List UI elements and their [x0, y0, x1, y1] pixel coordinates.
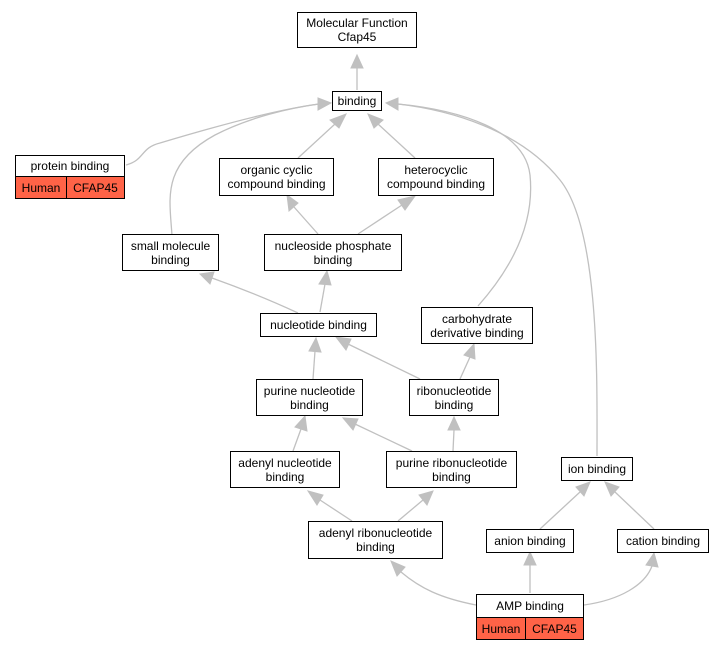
edge-nucleotide-to-nucleoside-phosphate: [319, 283, 326, 313]
edge-adenyl-ribonucleotide-to-purine-ribonucleotide: [397, 499, 424, 522]
node-cation-binding[interactable]: cation binding: [617, 529, 709, 553]
edge-adenyl-nucleotide-to-purine-nucleotide: [292, 428, 302, 452]
node-label: binding: [313, 252, 353, 267]
node-amp-binding[interactable]: AMP binding: [476, 594, 584, 618]
arrowhead: [418, 490, 434, 506]
node-label: Cfap45: [337, 30, 377, 44]
node-binding[interactable]: binding: [332, 91, 382, 111]
edge-heterocyclic-to-binding: [377, 123, 416, 159]
arrowhead: [308, 336, 322, 353]
arrowhead: [604, 481, 620, 497]
arrowhead: [397, 195, 417, 211]
node-label: binding: [265, 469, 305, 484]
node-label: binding: [356, 540, 395, 554]
node-small-molecule-binding[interactable]: small molecule binding: [122, 234, 219, 271]
node-ion-binding[interactable]: ion binding: [561, 457, 633, 481]
annotation-gene[interactable]: CFAP45: [526, 617, 584, 640]
edge-nucleoside-phosphate-to-organic-cyclic: [293, 206, 319, 235]
edge-purine-ribonucleotide-to-ribonucleotide: [452, 429, 455, 452]
node-label: Molecular Function: [306, 16, 408, 30]
edge-amp-to-adenyl-ribonucleotide: [400, 571, 477, 606]
node-label: carbohydrate: [441, 311, 513, 326]
edge-ion-to-binding: [397, 103, 598, 457]
node-label: binding: [290, 397, 329, 412]
node-adenyl-nucleotide-binding[interactable]: adenyl nucleotide binding: [230, 451, 340, 488]
node-label: cation binding: [625, 534, 701, 548]
node-nucleotide-binding[interactable]: nucleotide binding: [260, 313, 377, 337]
arrowhead: [575, 481, 591, 497]
node-carbohydrate-derivative-binding[interactable]: carbohydrate derivative binding: [421, 307, 533, 344]
edge-cation-to-ion: [614, 491, 655, 530]
edge-adenyl-ribonucleotide-to-adenyl-nucleotide: [319, 499, 353, 522]
arrowhead: [318, 269, 332, 286]
node-purine-nucleotide-binding[interactable]: purine nucleotide binding: [256, 379, 363, 416]
annotation-gene[interactable]: CFAP45: [67, 176, 125, 199]
node-label: compound binding: [386, 177, 486, 191]
arrowhead: [350, 53, 364, 69]
edge-amp-to-cation: [583, 565, 653, 606]
node-purine-ribonucleotide-binding[interactable]: purine ribonucleotide binding: [386, 451, 517, 488]
arrowhead: [523, 550, 537, 566]
node-nucleoside-phosphate-binding[interactable]: nucleoside phosphate binding: [264, 234, 402, 271]
node-label: protein binding: [30, 159, 110, 173]
annotation-row-protein-binding: Human CFAP45: [15, 176, 125, 199]
node-ribonucleotide-binding[interactable]: ribonucleotide binding: [409, 379, 499, 416]
node-label: organic cyclic: [240, 163, 313, 177]
node-molecular-function[interactable]: Molecular Function Cfap45: [297, 12, 417, 48]
arrowhead: [286, 193, 299, 213]
node-label: anion binding: [494, 534, 566, 548]
arrowhead: [317, 97, 333, 111]
arrowhead: [198, 271, 215, 285]
node-anion-binding[interactable]: anion binding: [486, 529, 574, 553]
node-label: binding: [337, 94, 377, 108]
edge-anion-to-ion: [539, 491, 581, 530]
edge-ribonucleotide-to-nucleotide: [347, 343, 421, 380]
node-label: nucleotide binding: [270, 318, 367, 332]
node-label: purine ribonucleotide: [395, 455, 508, 470]
arrowhead: [341, 417, 359, 431]
arrowhead: [294, 414, 308, 432]
edge-purine-ribonucleotide-to-purine-nucleotide: [354, 423, 413, 452]
node-label: adenyl ribonucleotide: [318, 526, 433, 540]
edge-organic-cyclic-to-binding: [297, 123, 336, 159]
node-label: purine nucleotide: [263, 383, 356, 398]
node-heterocyclic-compound-binding[interactable]: heterocyclic compound binding: [378, 158, 494, 196]
node-label: AMP binding: [496, 599, 564, 613]
node-label: binding: [432, 469, 471, 484]
edge-purine-nucleotide-to-nucleotide: [312, 350, 316, 380]
edge-protein-binding-to-binding: [125, 103, 320, 166]
arrowhead: [463, 342, 476, 360]
node-label: nucleoside phosphate: [274, 238, 392, 253]
edge-small-molecule-to-binding: [169, 103, 320, 237]
annotation-species[interactable]: Human: [15, 176, 67, 199]
annotation-species[interactable]: Human: [476, 617, 526, 640]
edge-nucleotide-to-small-molecule: [211, 277, 299, 314]
node-label: heterocyclic: [404, 163, 468, 177]
node-label: ion binding: [567, 462, 627, 476]
node-organic-cyclic-compound-binding[interactable]: organic cyclic compound binding: [219, 158, 334, 196]
node-label: derivative binding: [430, 325, 524, 340]
node-label: binding: [151, 252, 190, 267]
arrowhead: [367, 113, 384, 129]
arrowhead: [447, 415, 461, 431]
arrowhead: [334, 336, 352, 351]
node-label: binding: [434, 397, 474, 412]
arrowhead: [384, 97, 399, 111]
node-adenyl-ribonucleotide-binding[interactable]: adenyl ribonucleotide binding: [308, 521, 443, 559]
node-protein-binding[interactable]: protein binding: [15, 155, 125, 177]
edge-nucleoside-phosphate-to-heterocyclic: [357, 204, 403, 235]
node-label: small molecule: [130, 238, 211, 253]
annotation-row-amp-binding: Human CFAP45: [476, 617, 584, 640]
edge-ribonucleotide-to-carbohydrate: [459, 356, 471, 380]
arrowhead: [306, 490, 324, 506]
arrowhead: [329, 113, 348, 129]
arrowhead: [390, 560, 406, 577]
node-label: ribonucleotide: [416, 383, 492, 398]
arrowhead: [645, 551, 659, 568]
node-label: compound binding: [227, 177, 326, 191]
edge-carbohydrate-to-binding: [397, 103, 532, 307]
node-label: adenyl nucleotide: [238, 455, 332, 470]
